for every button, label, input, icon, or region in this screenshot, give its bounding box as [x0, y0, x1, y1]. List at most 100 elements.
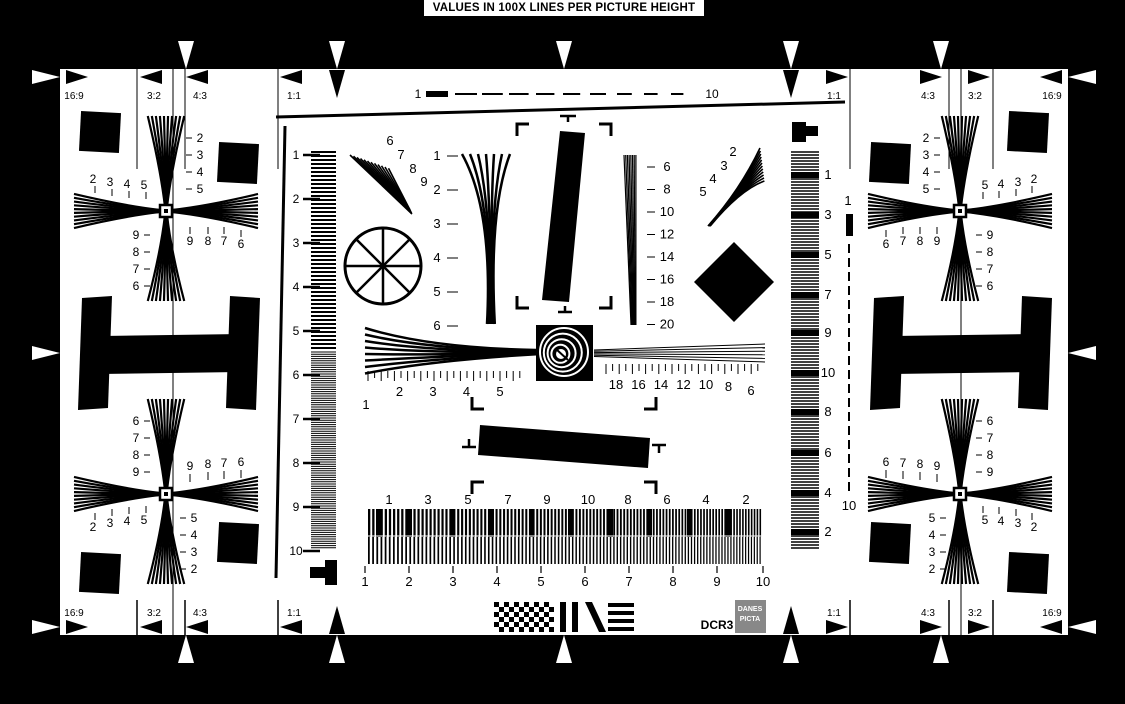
cross-label: 3 [1015, 516, 1022, 530]
right-ladder-band [791, 490, 819, 496]
cross-label: 9 [987, 465, 994, 479]
cross-label: 8 [987, 245, 994, 259]
aspect-arrow [66, 620, 88, 634]
bracket [644, 397, 658, 411]
hyperbolic-right-label: 20 [660, 317, 674, 332]
border-marker-bottom [329, 635, 345, 663]
resolution-cross-tr [867, 115, 1053, 302]
aspect-arrow [1040, 70, 1062, 84]
cross-label: 7 [221, 456, 228, 470]
corner-square [78, 110, 122, 154]
border-marker-right [1068, 620, 1096, 634]
bottom-wedge-top-label: 3 [424, 492, 431, 507]
cross-label: 4 [197, 165, 204, 179]
cross-label: 4 [124, 514, 131, 528]
cross-label: 4 [998, 177, 1005, 191]
bracket [515, 296, 529, 310]
frame-marker [783, 70, 799, 98]
cross-label: 6 [133, 414, 140, 428]
corner-square [216, 141, 260, 185]
diagonal-fan-left [349, 154, 413, 215]
right-ladder-band [791, 529, 819, 535]
diagonal-fan-left-label: 8 [409, 161, 416, 176]
right-ladder-band [791, 370, 819, 376]
right-ladder-label: 7 [824, 287, 831, 302]
left-ladder-label: 3 [293, 236, 300, 250]
right-ladder-label: 4 [824, 485, 831, 500]
right-ladder-label: 1 [824, 167, 831, 182]
frame-marker [329, 606, 345, 634]
bottom-wedge-bottom-label: 8 [669, 574, 676, 589]
left-ladder-label: 8 [293, 456, 300, 470]
hyperbolic-right-label: 14 [660, 249, 674, 264]
bottom-wedge-bottom-label: 3 [449, 574, 456, 589]
aspect-arrow [920, 620, 942, 634]
diagonal-fan-right-label: 4 [709, 171, 716, 186]
right-ladder-band [791, 450, 819, 456]
cross-label: 6 [883, 455, 890, 469]
bottom-wedge-top-label: 7 [504, 492, 511, 507]
diagonal-fan-right-label: 3 [720, 158, 727, 173]
cross-label: 7 [987, 262, 994, 276]
right-ladder-label: 10 [821, 365, 835, 380]
diagonal-fan-right-label: 2 [729, 144, 736, 159]
bottom-wedge-bottom-label: 5 [537, 574, 544, 589]
aspect-label-1-1: 1:1 [287, 91, 301, 102]
resolution-cross-tl [73, 115, 259, 302]
right-ladder-label: 5 [824, 247, 831, 262]
hyperbolic-right-label: 16 [660, 272, 674, 287]
cross-label: 9 [133, 228, 140, 242]
cross-label: 3 [107, 516, 114, 530]
right-ladder-band [791, 409, 819, 415]
right-sparse-label-start: 1 [844, 193, 851, 208]
aspect-arrow [186, 70, 208, 84]
left-ladder-label: 2 [293, 192, 300, 206]
aspect-label-1-1: 1:1 [827, 608, 841, 619]
logo-name: DCR3 [701, 618, 734, 632]
bottom-wedge-bottom-label: 9 [713, 574, 720, 589]
diagonal-fan-right-label: 5 [699, 184, 706, 199]
cross-label: 8 [205, 234, 212, 248]
cross-label: 7 [133, 431, 140, 445]
bottom-wedge-top-label: 4 [702, 492, 709, 507]
bracket [515, 122, 529, 136]
bracket [470, 397, 484, 411]
aspect-label-4-3: 4:3 [193, 91, 207, 102]
aspect-arrow [826, 70, 848, 84]
cross-label: 3 [197, 148, 204, 162]
cross-label: 2 [191, 562, 198, 576]
aspect-label-3-2: 3:2 [147, 608, 161, 619]
cross-label: 8 [205, 457, 212, 471]
cross-label: 4 [124, 177, 131, 191]
top-scale-label-end: 10 [705, 87, 719, 101]
bottom-wedge-bottom-label: 10 [756, 574, 770, 589]
center-scale-label-right: 10 [699, 377, 713, 392]
top-scale-label-start: 1 [415, 87, 422, 101]
bottom-wedge-top-label: 8 [624, 492, 631, 507]
left-slant-edge [274, 125, 287, 579]
center-scale-label-right: 6 [747, 383, 754, 398]
resolution-cross-br [867, 398, 1053, 585]
tick-mark [652, 443, 666, 453]
left-ladder-label: 9 [293, 500, 300, 514]
cross-label: 2 [923, 131, 930, 145]
bracket [644, 480, 658, 494]
corner-square [868, 141, 912, 185]
right-ladder-band [791, 252, 819, 258]
aspect-label-16-9: 16:9 [64, 91, 84, 102]
cross-label: 7 [987, 431, 994, 445]
cross-label: 2 [1031, 520, 1038, 534]
left-ladder-foot [310, 567, 325, 578]
aspect-arrow [920, 70, 942, 84]
checker-pattern [494, 602, 554, 632]
bottom-wedge-bottom-label: 6 [581, 574, 588, 589]
corner-square [1006, 551, 1050, 595]
aspect-arrow [140, 70, 162, 84]
resolution-cross-bl [73, 398, 259, 585]
hyperbolic-right-label: 12 [660, 227, 674, 242]
cross-label: 6 [987, 279, 994, 293]
cross-label: 3 [191, 545, 198, 559]
hyperbolic-left-label: 4 [433, 250, 440, 265]
left-ladder-label: 6 [293, 368, 300, 382]
border-marker-top [556, 41, 572, 69]
